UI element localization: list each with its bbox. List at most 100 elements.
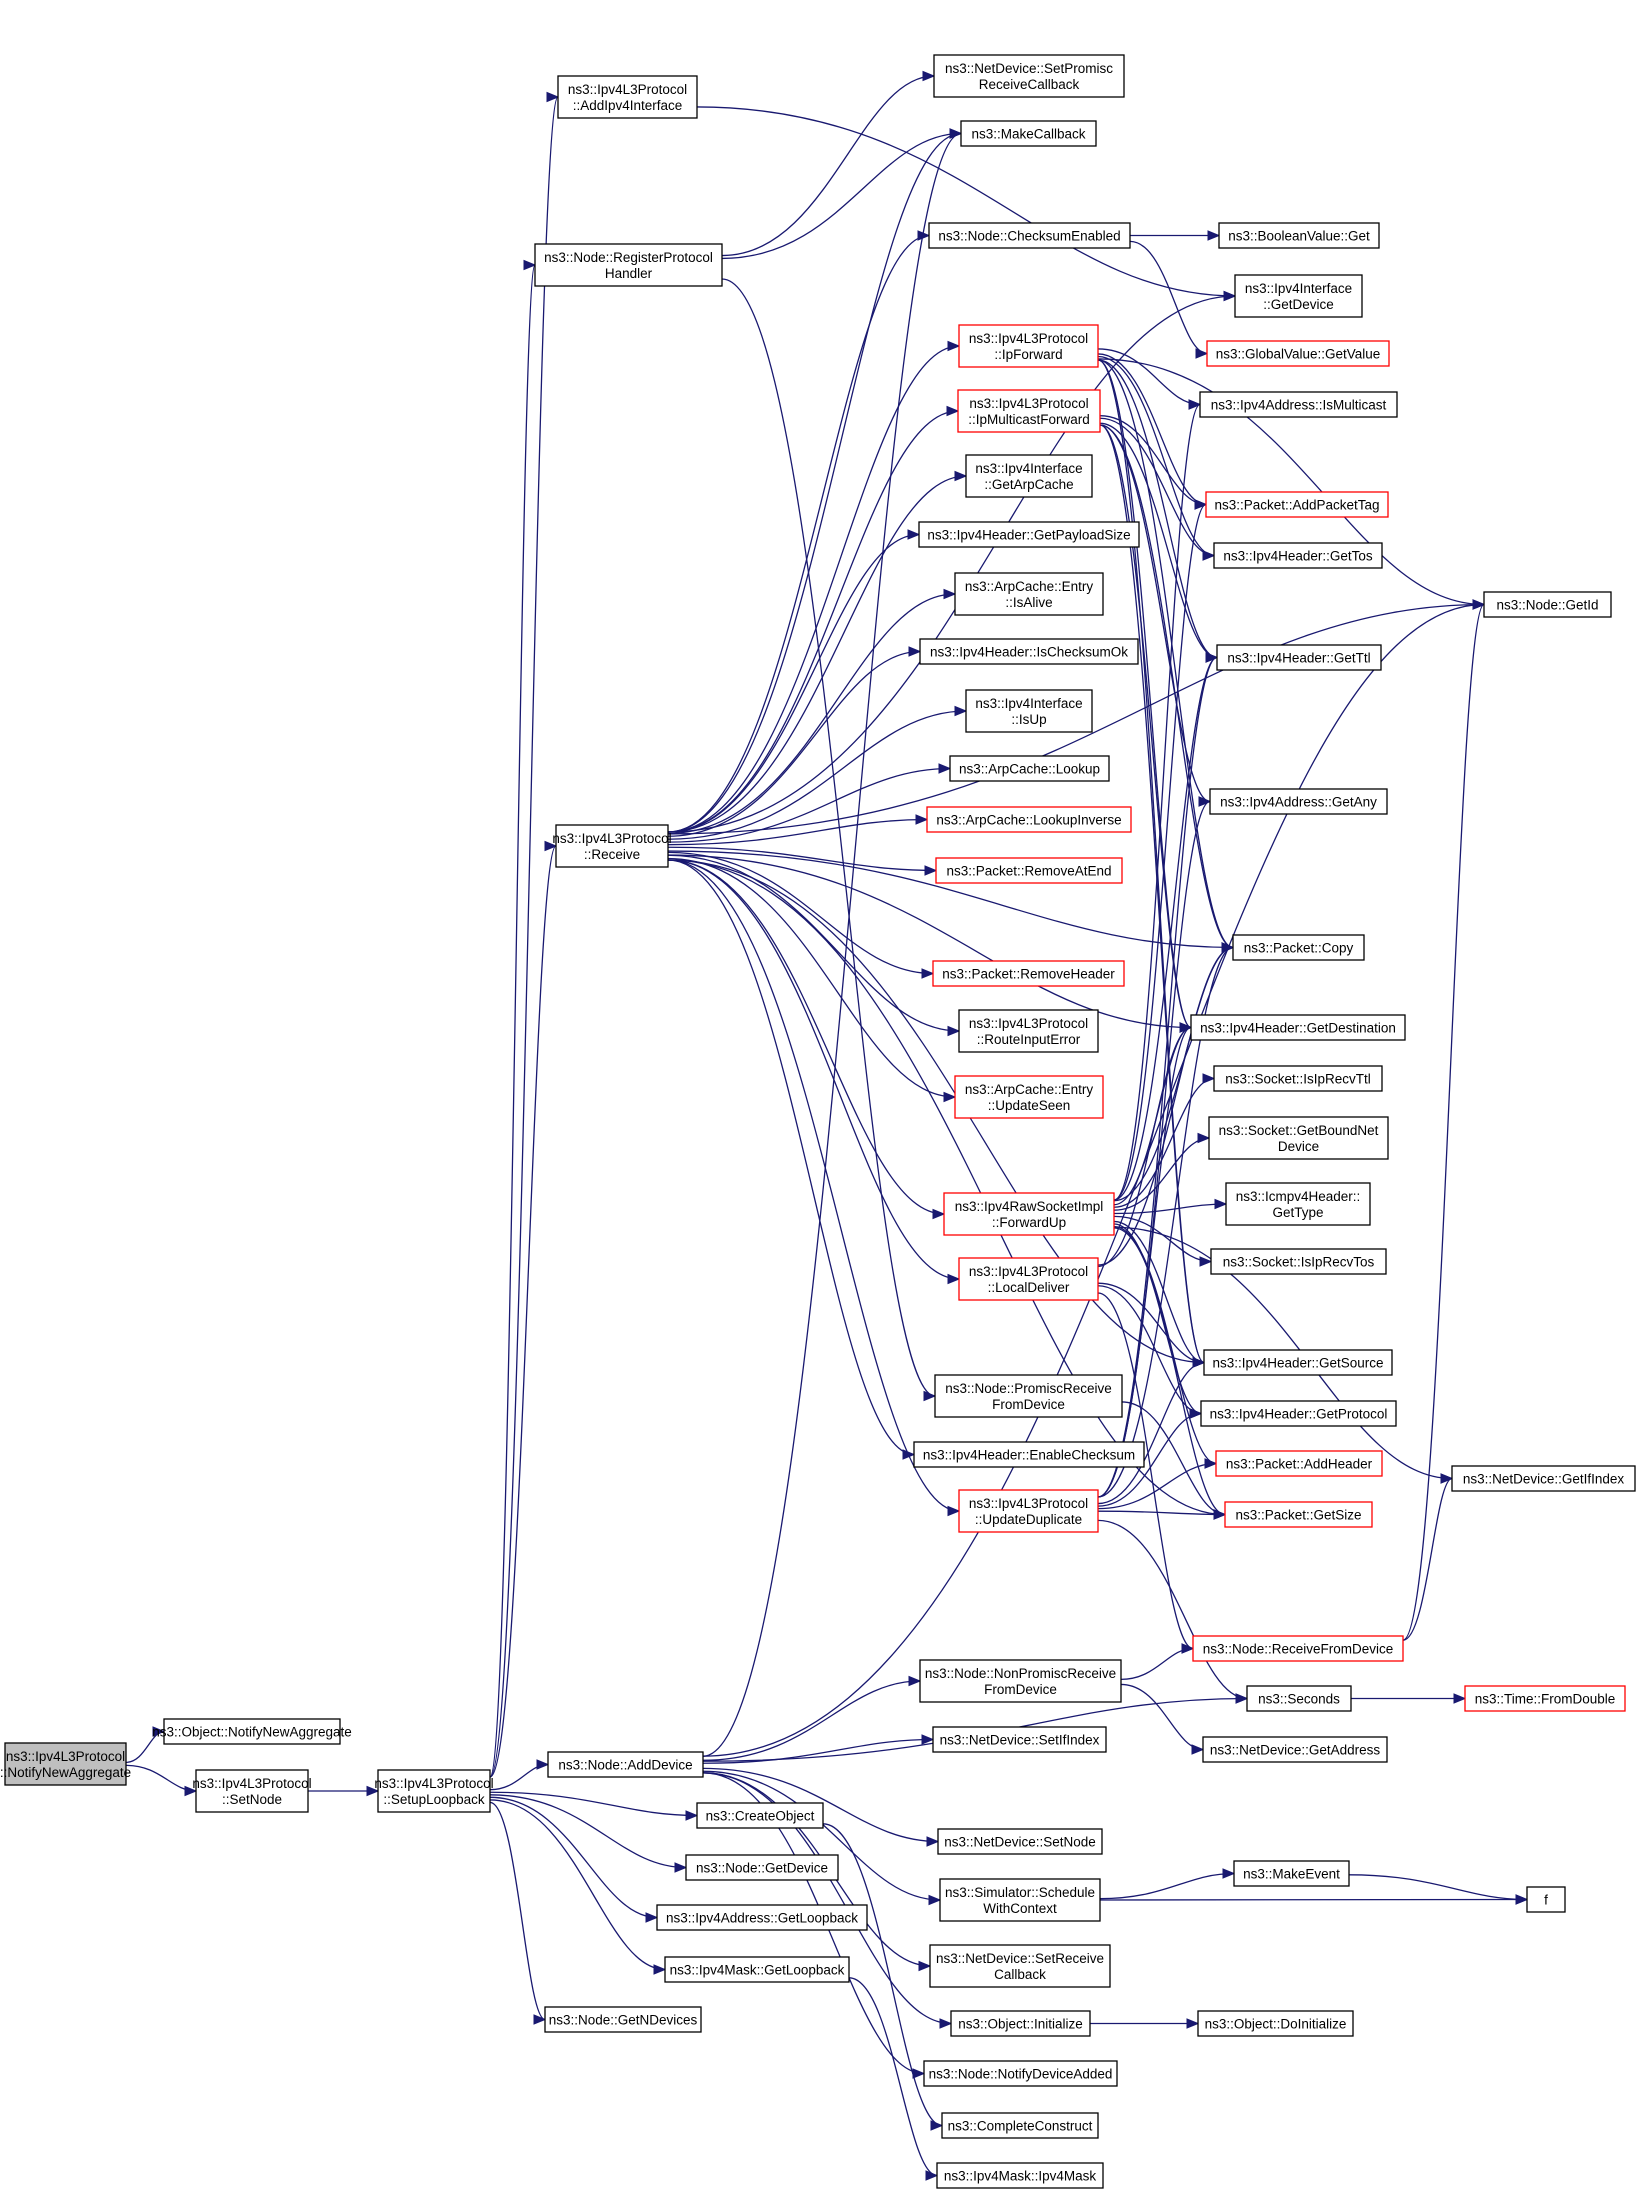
arrowhead-icon [947, 340, 961, 352]
node-setNode[interactable]: ns3::Ipv4L3Protocol::SetNode [192, 1769, 312, 1813]
node-isUp[interactable]: ns3::Ipv4Interface::IsUp [965, 689, 1093, 733]
node-getTos[interactable]: ns3::Ipv4Header::GetTos [1213, 542, 1383, 569]
edge-receive-to-ifGetDev [667, 290, 1237, 833]
node-boolGet[interactable]: ns3::BooleanValue::Get [1218, 222, 1380, 249]
node-getIfIdx[interactable]: ns3::NetDevice::GetIfIndex [1451, 1465, 1636, 1492]
node-box [932, 960, 1125, 987]
node-label: ::SetNode [222, 1792, 282, 1807]
edge-receive-to-lookup [667, 763, 952, 843]
node-addIf[interactable]: ns3::Ipv4L3Protocol::AddIpv4Interface [557, 75, 698, 119]
node-recvTos[interactable]: ns3::Socket::IsIpRecvTos [1210, 1248, 1387, 1275]
node-chkOk[interactable]: ns3::Ipv4Header::IsChecksumOk [919, 638, 1139, 665]
node-complete[interactable]: ns3::CompleteConstruct [941, 2112, 1099, 2139]
node-recvFrom[interactable]: ns3::Node::ReceiveFromDevice [1192, 1635, 1404, 1662]
node-recvTtl[interactable]: ns3::Socket::IsIpRecvTtl [1213, 1065, 1383, 1092]
node-fromDbl[interactable]: ns3::Time::FromDouble [1464, 1685, 1626, 1712]
node-notifyDev[interactable]: ns3::Node::NotifyDeviceAdded [923, 2060, 1118, 2087]
node-pktCopy[interactable]: ns3::Packet::Copy [1232, 934, 1365, 961]
node-localDel[interactable]: ns3::Ipv4L3Protocol::LocalDeliver [958, 1257, 1099, 1301]
node-getProto[interactable]: ns3::Ipv4Header::GetProtocol [1200, 1400, 1397, 1427]
node-getSize[interactable]: ns3::Packet::GetSize [1224, 1501, 1373, 1528]
node-ipFwd[interactable]: ns3::Ipv4L3Protocol::IpForward [958, 324, 1099, 368]
edge-updDup-to-getSize [1097, 1509, 1227, 1520]
node-maskLoop[interactable]: ns3::Ipv4Mask::GetLoopback [664, 1956, 850, 1983]
node-label: ns3::CreateObject [706, 1809, 815, 1824]
node-enChk[interactable]: ns3::Ipv4Header::EnableChecksum [913, 1441, 1145, 1468]
node-updDup[interactable]: ns3::Ipv4L3Protocol::UpdateDuplicate [958, 1489, 1099, 1533]
node-rmEnd[interactable]: ns3::Packet::RemoveAtEnd [935, 857, 1123, 884]
node-objInit[interactable]: ns3::Object::Initialize [950, 2010, 1091, 2037]
node-getTtl[interactable]: ns3::Ipv4Header::GetTtl [1216, 644, 1382, 671]
node-getId[interactable]: ns3::Node::GetId [1483, 591, 1612, 618]
node-makeEvent[interactable]: ns3::MakeEvent [1233, 1860, 1350, 1887]
node-isAlive[interactable]: ns3::ArpCache::Entry::IsAlive [954, 572, 1104, 616]
node-root[interactable]: ns3::Ipv4L3Protocol::NotifyNewAggregate [0, 1742, 131, 1786]
node-makeCb[interactable]: ns3::MakeCallback [960, 120, 1097, 147]
arrowhead-icon [954, 470, 968, 482]
node-box [1213, 542, 1383, 569]
node-box [1464, 1685, 1626, 1712]
node-nodeGetDev[interactable]: ns3::Node::GetDevice [685, 1854, 839, 1881]
node-addrLoop[interactable]: ns3::Ipv4Address::GetLoopback [656, 1904, 868, 1931]
arrowhead-icon [1440, 1473, 1454, 1484]
node-label: ns3::Node::NotifyDeviceAdded [929, 2067, 1113, 2082]
node-addTag[interactable]: ns3::Packet::AddPacketTag [1205, 491, 1389, 518]
node-objNotify[interactable]: ns3::Object::NotifyNewAggregate [152, 1718, 352, 1745]
node-label: ns3::Socket::IsIpRecvTos [1223, 1255, 1375, 1270]
node-chkEnabled[interactable]: ns3::Node::ChecksumEnabled [928, 222, 1131, 249]
node-rmHdr[interactable]: ns3::Packet::RemoveHeader [932, 960, 1125, 987]
node-f[interactable]: f [1526, 1886, 1566, 1913]
arrowhead-icon [928, 1894, 942, 1906]
node-fwdUp[interactable]: ns3::Ipv4RawSocketImpl::ForwardUp [943, 1192, 1115, 1236]
node-routeErr[interactable]: ns3::Ipv4L3Protocol::RouteInputError [958, 1009, 1099, 1053]
node-box [1208, 1116, 1389, 1160]
node-ndSetNode[interactable]: ns3::NetDevice::SetNode [937, 1828, 1103, 1855]
node-createObj[interactable]: ns3::CreateObject [696, 1802, 824, 1829]
node-label: ns3::Seconds [1258, 1692, 1340, 1707]
node-setupLoop[interactable]: ns3::Ipv4L3Protocol::SetupLoopback [374, 1769, 494, 1813]
node-payload[interactable]: ns3::Ipv4Header::GetPayloadSize [918, 521, 1140, 548]
edge-receive-to-fwdUp [667, 859, 946, 1220]
node-gvGet[interactable]: ns3::GlobalValue::GetValue [1206, 340, 1390, 367]
node-getSrc[interactable]: ns3::Ipv4Header::GetSource [1203, 1349, 1393, 1376]
arrowhead-icon [943, 588, 957, 600]
node-icmpType[interactable]: ns3::Icmpv4Header::GetType [1225, 1182, 1371, 1226]
edge-schedCtx-to-f [1099, 1894, 1529, 1905]
node-isMc[interactable]: ns3::Ipv4Address::IsMulticast [1199, 391, 1398, 418]
edge-ipMcFwd-to-getSrc [1099, 424, 1206, 1368]
node-lookup[interactable]: ns3::ArpCache::Lookup [949, 755, 1110, 782]
node-doInit[interactable]: ns3::Object::DoInitialize [1197, 2010, 1354, 2037]
edge-receive-to-rmEnd [667, 846, 938, 876]
node-label: Handler [605, 266, 653, 281]
node-ipMcFwd[interactable]: ns3::Ipv4L3Protocol::IpMulticastForward [957, 389, 1101, 433]
node-getDst[interactable]: ns3::Ipv4Header::GetDestination [1190, 1014, 1406, 1041]
edge-regProto-to-promRecv [721, 278, 937, 1402]
node-getAny[interactable]: ns3::Ipv4Address::GetAny [1209, 788, 1388, 815]
edge-updDup-to-addHdr [1097, 1458, 1218, 1510]
node-receive[interactable]: ns3::Ipv4L3Protocol::Receive [552, 824, 672, 868]
node-getAddr[interactable]: ns3::NetDevice::GetAddress [1202, 1736, 1388, 1763]
node-getNDev[interactable]: ns3::Node::GetNDevices [544, 2006, 702, 2033]
node-box [1232, 934, 1365, 961]
node-addDevice[interactable]: ns3::Node::AddDevice [547, 1751, 704, 1778]
node-lookupInv[interactable]: ns3::ArpCache::LookupInverse [926, 806, 1132, 833]
node-maskCtor[interactable]: ns3::Ipv4Mask::Ipv4Mask [936, 2162, 1104, 2189]
node-setPromisc[interactable]: ns3::NetDevice::SetPromiscReceiveCallbac… [933, 54, 1125, 98]
node-label: ns3::NetDevice::SetNode [944, 1835, 1096, 1850]
node-seconds[interactable]: ns3::Seconds [1246, 1685, 1352, 1712]
node-updSeen[interactable]: ns3::ArpCache::Entry::UpdateSeen [954, 1075, 1104, 1119]
node-getArp[interactable]: ns3::Ipv4Interface::GetArpCache [965, 454, 1093, 498]
node-label: ns3::MakeEvent [1243, 1867, 1340, 1882]
node-label: ns3::Ipv4Interface [1245, 281, 1352, 296]
arrowhead-icon [1186, 2018, 1200, 2029]
node-addHdr[interactable]: ns3::Packet::AddHeader [1215, 1450, 1383, 1477]
node-setIfIdx[interactable]: ns3::NetDevice::SetIfIndex [932, 1726, 1107, 1753]
arrowhead-icon [1197, 1132, 1211, 1144]
node-ifGetDev[interactable]: ns3::Ipv4Interface::GetDevice [1234, 274, 1363, 318]
